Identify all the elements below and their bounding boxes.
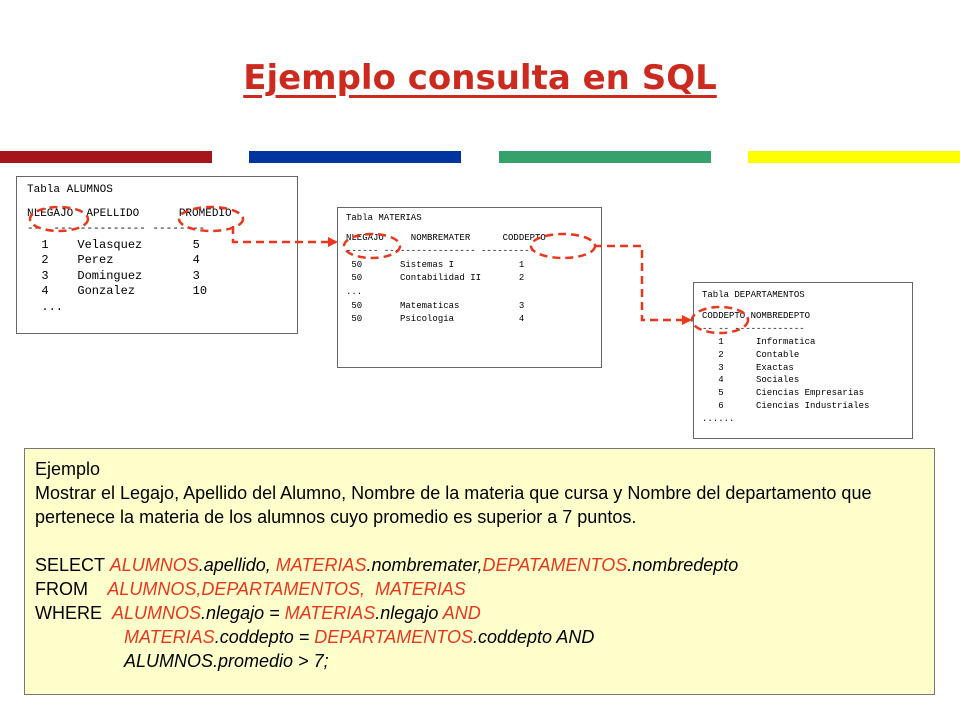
sql-keyword: FROM [35, 579, 88, 599]
table-row: ...... [702, 414, 735, 425]
table-row: 4 Gonzalez 10 [27, 284, 208, 298]
sql-table: ALUMNOS [124, 651, 214, 671]
table-departamentos-title: Tabla DEPARTAMENTOS [702, 290, 805, 300]
sql-column: .apellido, [198, 555, 276, 575]
table-alumnos: Tabla ALUMNOS NLEGAJO APELLIDO PROMEDIO … [16, 176, 298, 334]
table-row: 50 Psicologia 4 [346, 314, 525, 325]
example-description: Mostrar el Legajo, Apellido del Alumno, … [35, 483, 872, 527]
color-bar-blue [249, 151, 461, 163]
sql-keyword: WHERE [35, 603, 113, 623]
sql-and: AND [442, 603, 481, 623]
table-row: 5 Ciencias Empresarias [702, 388, 865, 399]
table-departamentos-rule: -- -- ------------- [702, 323, 805, 334]
sql-column: .coddepto = [214, 627, 315, 647]
sql-table: MATERIAS [124, 627, 215, 647]
table-alumnos-header: NLEGAJO APELLIDO PROMEDIO [27, 207, 232, 220]
sql-table-list: ALUMNOS,DEPARTAMENTOS, MATERIAS [88, 579, 466, 599]
sql-column: .nlegajo [375, 603, 443, 623]
table-row: 50 Sistemas I 1 [346, 259, 525, 270]
sql-table: DEPATAMENTOS [482, 555, 628, 575]
example-box: Ejemplo Mostrar el Legajo, Apellido del … [24, 448, 935, 695]
color-bar-green [499, 151, 711, 163]
color-bar-yellow [748, 151, 960, 163]
table-row: ... [346, 286, 363, 297]
table-departamentos-header: CODDEPTO NOMBREDEPTO [702, 310, 811, 321]
table-alumnos-rule: -- -------------- -------- [27, 223, 206, 235]
table-departamentos: Tabla DEPARTAMENTOS CODDEPTO NOMBREDEPTO… [693, 282, 913, 439]
arrow-materias-departamentos [594, 244, 692, 325]
sql-keyword: SELECT [35, 555, 110, 575]
table-row: 2 Perez 4 [27, 253, 200, 267]
table-materias-header: NLEGAJO NOMBREMATER CODDEPTO [346, 232, 546, 243]
sql-spacer [35, 529, 924, 553]
table-alumnos-title: Tabla ALUMNOS [27, 184, 113, 196]
table-row: 1 Informatica [702, 336, 816, 347]
color-bar-red [0, 151, 212, 163]
sql-condition-line: MATERIAS.coddepto = DEPARTAMENTOS.coddep… [35, 625, 924, 649]
sql-column: .nombredepto [627, 555, 739, 575]
sql-column: .coddepto AND [472, 627, 595, 647]
sql-table: MATERIAS [284, 603, 376, 623]
table-row: 3 Exactas [702, 362, 794, 373]
table-row: 2 Contable [702, 349, 800, 360]
sql-select-line: SELECT ALUMNOS.apellido, MATERIAS.nombre… [35, 553, 924, 577]
table-materias-rule: ------ ----------------- ---------- [346, 246, 536, 257]
example-heading: Ejemplo [35, 459, 101, 479]
table-row: 1 Velasquez 5 [27, 237, 200, 252]
sql-column: .nlegajo = [201, 603, 285, 623]
sql-table: DEPARTAMENTOS [314, 627, 473, 647]
table-row: 4 Sociales [702, 375, 800, 386]
sql-table: ALUMNOS [109, 555, 199, 575]
sql-column: .nombremater, [366, 555, 483, 575]
table-row: 50 Matematicas 3 [346, 300, 525, 311]
sql-table: ALUMNOS [112, 603, 202, 623]
table-row: ... [27, 299, 64, 314]
sql-from-line: FROM ALUMNOS,DEPARTAMENTOS, MATERIAS [35, 577, 924, 601]
sql-column: .promedio > 7; [213, 651, 329, 671]
table-row: 6 Ciencias Industriales [702, 401, 870, 412]
table-materias-title: Tabla MATERIAS [346, 213, 422, 223]
page-title: Ejemplo consulta en SQL [243, 58, 717, 98]
table-materias: Tabla MATERIAS NLEGAJO NOMBREMATER CODDE… [337, 207, 602, 368]
table-row: 3 Dominguez 3 [27, 268, 200, 283]
sql-where-line: WHERE ALUMNOS.nlegajo = MATERIAS.nlegajo… [35, 601, 924, 625]
sql-table: MATERIAS [275, 555, 367, 575]
table-row: 50 Contabilidad II 2 [346, 273, 525, 284]
sql-condition-line: ALUMNOS.promedio > 7; [35, 649, 924, 673]
